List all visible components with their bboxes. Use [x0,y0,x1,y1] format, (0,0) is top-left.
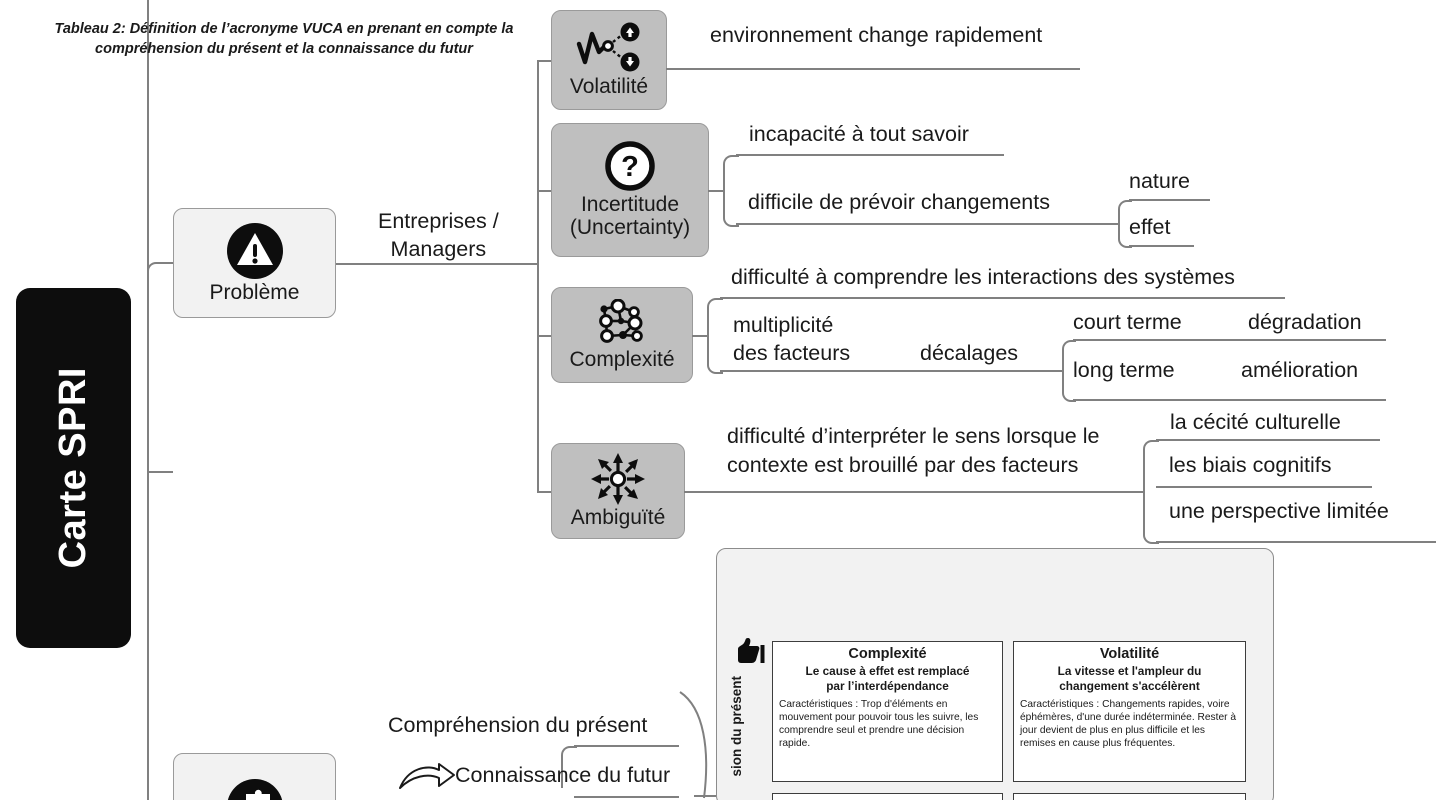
question-mark-circle-icon: ? [604,140,656,192]
spine-stub-complexite [537,335,552,337]
node-ambiguite-label: Ambiguïté [570,505,666,529]
network-nodes-icon [592,298,652,347]
text-environnement-change: environnement change rapidement [710,23,1043,47]
main-trunk-line [147,0,149,800]
zigzag-up-down-arrows-icon [573,22,645,74]
node-ambiguite[interactable]: Ambiguïté [551,443,685,539]
incertitude-child2-line [736,223,1106,225]
table-cell-subtitle: Le cause à effet est remplacé par l’inte… [805,664,970,694]
table-cell-subtitle: La vitesse et l'ampleur du changement s'… [1057,664,1202,694]
nature-elbow [1118,200,1132,226]
probleme-to-vuca-line [336,263,538,265]
text-incapacite-tout-savoir: incapacité à tout savoir [749,122,969,146]
complexite-child2-line [720,370,1050,372]
text-effet: effet [1129,215,1171,239]
text-decalages: décalages [920,341,1019,365]
long-terme-line [1073,399,1386,401]
text-nature: nature [1129,169,1190,193]
node-complexite-label: Complexité [569,347,675,371]
vuca-spine-line [537,60,539,492]
text-comprehension-present: Compréhension du présent [388,713,648,737]
table-cell-complexite[interactable]: Complexité Le cause à effet est remplacé… [772,641,1003,782]
text-multiplicite-facteurs: multiplicité des facteurs [733,313,851,366]
connaissance-line [574,796,679,798]
text-cecite-culturelle: la cécité culturelle [1170,410,1341,434]
node-probleme[interactable]: Problème [173,208,336,318]
text-perspective-limitee: une perspective limitée [1169,499,1389,523]
node-probleme-label: Problème [209,280,300,304]
effet-elbow [1118,222,1132,248]
connaissance-elbow [561,746,577,788]
complexite-elbow-bottom [707,334,723,374]
text-difficulte-interpreter: difficulté d’interpréter le sens lorsque… [727,424,1100,478]
table-connector-stub [694,795,716,797]
spine-stub-ambiguite [537,491,552,493]
table-curve-connector [679,691,708,799]
text-court-terme: court terme [1073,310,1182,334]
table-cell-body: Caractéristiques : Trop d'éléments en mo… [779,698,979,750]
nature-line [1129,199,1210,201]
node-volatilite-label: Volatilité [569,74,649,98]
perspective-elbow [1143,490,1159,544]
curved-arrow-icon [398,762,456,792]
trunk-to-probleme-connector [147,262,175,298]
warning-triangle-icon [226,222,284,280]
spine-stub-volatilite [537,60,552,62]
text-amelioration: amélioration [1241,358,1359,382]
spine-stub-incertitude [537,190,552,192]
table-cell-row2-left[interactable] [772,793,1003,800]
text-difficile-prevoir: difficile de prévoir changements [748,190,1050,214]
complexite-child1-line [720,297,1285,299]
table-cell-body: Caractéristiques : Changements rapides, … [1020,698,1237,750]
node-incertitude[interactable]: ? Incertitude (Uncertainty) [551,123,709,257]
text-degradation: dégradation [1248,310,1362,334]
volatilite-child-line [666,68,1080,70]
text-connaissance-futur: Connaissance du futur [455,763,671,787]
cecite-elbow [1143,440,1159,494]
root-node-label: Carte SPRI [52,367,94,569]
complexite-elbow-top [707,298,723,338]
cecite-line [1156,439,1380,441]
trunk-to-solution-connector [147,471,173,473]
thumbs-up-icon [735,638,765,664]
root-node-carte-spri[interactable]: Carte SPRI [16,288,131,648]
table-cell-title: Complexité [848,646,927,662]
svg-text:?: ? [621,151,639,183]
incertitude-elbow-top [723,155,739,193]
incertitude-elbow-bottom [723,189,739,227]
puzzle-piece-icon [226,778,284,800]
table-caption: Tableau 2: Définition de l’acronyme VUCA… [54,21,514,57]
incertitude-child1-line [736,154,1004,156]
multi-direction-arrows-icon [590,452,646,505]
long-terme-elbow [1062,369,1076,402]
biais-line [1156,486,1372,488]
comprehension-line [574,745,679,747]
text-long-terme: long terme [1073,358,1175,382]
node-complexite[interactable]: Complexité [551,287,693,383]
node-incertitude-label: Incertitude (Uncertainty) [569,193,691,239]
node-solution[interactable] [173,753,336,800]
court-terme-elbow [1062,340,1076,373]
perspective-line [1156,541,1436,543]
nature-effet-stub [1105,223,1119,225]
effet-line [1129,245,1194,247]
terme-stub [1049,370,1063,372]
table-cell-title: Volatilité [1099,646,1160,662]
ambiguite-child-line [684,491,1143,493]
text-biais-cognitifs: les biais cognitifs [1169,453,1332,477]
label-entreprises-managers: Entreprises / Managers [378,209,499,261]
incertitude-stub [708,190,724,192]
table-cell-volatilite[interactable]: Volatilité La vitesse et l'ampleur du ch… [1013,641,1246,782]
node-volatilite[interactable]: Volatilité [551,10,667,110]
table-row-label: sion du présent [729,676,744,777]
complexite-stub [692,335,708,337]
text-difficulte-interactions: difficulté à comprendre les interactions… [731,265,1235,289]
court-terme-line [1073,339,1386,341]
table-cell-row2-right[interactable] [1013,793,1246,800]
